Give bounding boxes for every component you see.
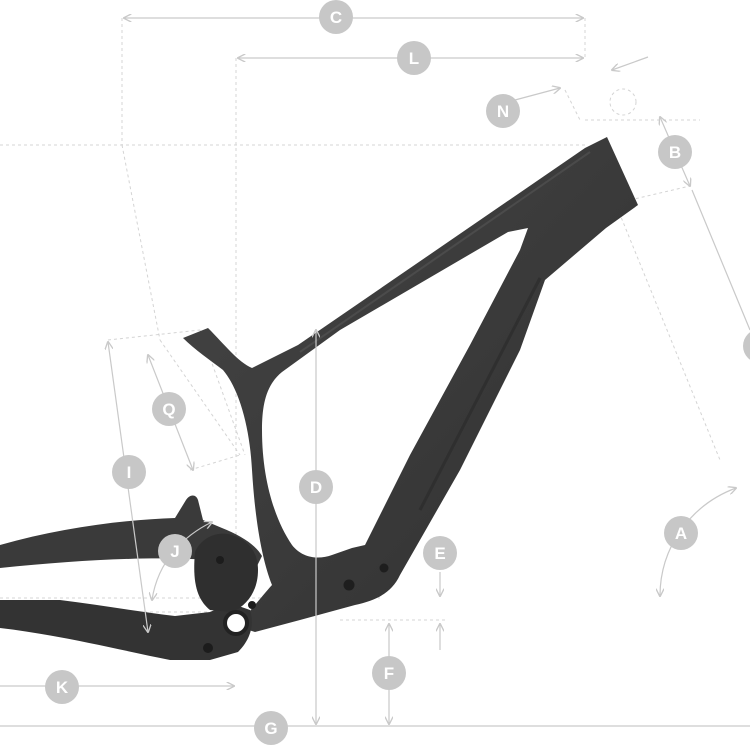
label-a: A (675, 524, 687, 543)
label-e: E (434, 544, 445, 563)
badge-k: K (45, 670, 79, 704)
badge-i: I (112, 455, 146, 489)
label-b: B (669, 143, 681, 162)
label-f: F (384, 664, 394, 683)
front-triangle (183, 137, 638, 632)
badge-n: N (486, 94, 520, 128)
label-c: C (330, 8, 342, 27)
badge-q: Q (152, 392, 186, 426)
badge-a: A (664, 516, 698, 550)
badge-d: D (299, 470, 333, 504)
badge-g: G (254, 711, 288, 745)
badge-c: C (319, 0, 353, 34)
badge-l: L (397, 41, 431, 75)
label-i: I (127, 463, 132, 482)
label-g: G (264, 719, 277, 738)
label-k: K (56, 678, 69, 697)
dimension-lines (0, 18, 750, 727)
label-n: N (497, 102, 509, 121)
badge-e: E (423, 536, 457, 570)
badge-j: J (158, 534, 192, 568)
badge-f: F (372, 656, 406, 690)
badge-b: B (658, 135, 692, 169)
label-j: J (170, 542, 179, 561)
badge-partial-right (743, 332, 750, 360)
label-d: D (310, 478, 322, 497)
label-q: Q (162, 400, 175, 419)
guide-lines (0, 18, 721, 640)
rear-triangle (0, 495, 262, 660)
label-l: L (409, 49, 419, 68)
